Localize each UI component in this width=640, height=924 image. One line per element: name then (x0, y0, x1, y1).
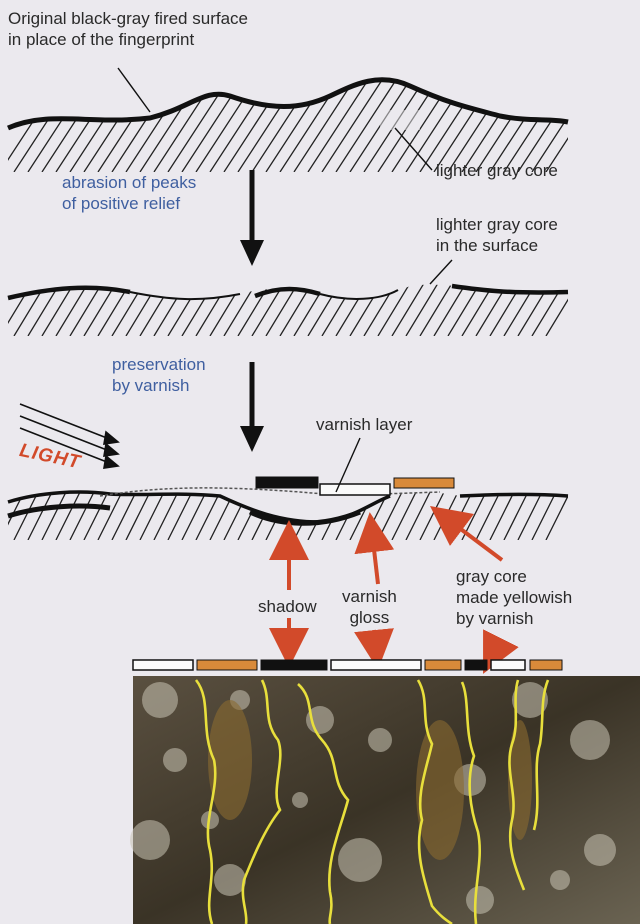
label-preservation-line1: preservation (112, 354, 206, 375)
label-lighter-core-surface-line1: lighter gray core (436, 214, 558, 235)
micro-photograph (130, 676, 640, 924)
label-lighter-core-surface-line2: in the surface (436, 235, 558, 256)
label-gray-core-line1: gray core (456, 566, 572, 587)
pointer-core-1 (395, 128, 432, 170)
pointer-original (118, 68, 150, 112)
label-lighter-core-surface: lighter gray core in the surface (436, 214, 558, 256)
arrow-down-1 (240, 170, 264, 266)
profile-varnished (0, 480, 576, 540)
label-abrasion-line2: of positive relief (62, 193, 196, 214)
label-varnish-gloss-line2: gloss (342, 607, 397, 628)
label-gray-core-line2: made yellowish (456, 587, 572, 608)
label-varnish-gloss: varnish gloss (342, 586, 397, 628)
label-preservation-line2: by varnish (112, 375, 206, 396)
label-abrasion-line1: abrasion of peaks (62, 172, 196, 193)
label-varnish-layer: varnish layer (316, 414, 412, 435)
arrow-down-2 (240, 362, 264, 452)
label-preservation: preservation by varnish (112, 354, 206, 396)
label-original-surface: Original black-gray fired surface in pla… (8, 8, 248, 50)
label-abrasion: abrasion of peaks of positive relief (62, 172, 196, 214)
label-original-surface-line1: Original black-gray fired surface (8, 8, 248, 29)
label-original-surface-line2: in place of the fingerprint (8, 29, 248, 50)
label-gray-core-line3: by varnish (456, 608, 572, 629)
legend-strip (133, 660, 562, 670)
label-gray-core-yellowish: gray core made yellowish by varnish (456, 566, 572, 629)
label-shadow: shadow (258, 596, 317, 617)
pointer-core-surface (430, 260, 452, 284)
profile-abraded (0, 270, 586, 336)
label-lighter-gray-core: lighter gray core (436, 160, 558, 181)
label-varnish-gloss-line1: varnish (342, 586, 397, 607)
profile-original (0, 80, 606, 172)
